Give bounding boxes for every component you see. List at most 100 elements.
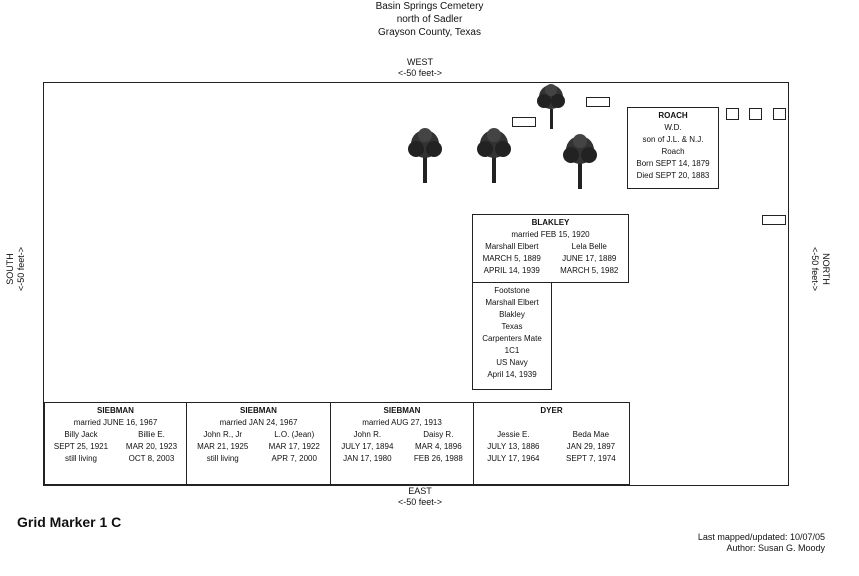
plot-line: Marshall Elbert [485,298,539,307]
person-name: L.O. (Jean) [274,430,315,439]
person-name: Lela Belle [571,242,607,251]
plot-family-name: SIEBMAN [97,406,134,415]
plot-person-left: John R. JULY 17, 1894 JAN 17, 1980 [341,429,393,465]
unmarked-grave [749,108,762,120]
plot-person-right: Lela Belle JUNE 17, 1889 MARCH 5, 1982 [560,241,618,277]
person-name: Daisy R. [423,430,454,439]
grid-marker-label: Grid Marker 1 C [17,514,122,530]
person-death: MARCH 5, 1982 [560,266,619,275]
plot-family-name: ROACH [658,111,688,120]
person-death: JAN 17, 1980 [343,454,392,463]
unmarked-grave [773,108,786,120]
unmarked-grave [762,215,786,225]
siebman-plot-2: SIEBMAN married JAN 24, 1967 John R., Jr… [186,402,331,485]
roach-plot: ROACH W.D. son of J.L. & N.J. Roach Born… [627,107,719,189]
siebman-plot-1: SIEBMAN married JUNE 16, 1967 Billy Jack… [44,402,187,485]
tree-icon [537,84,565,129]
south-label: SOUTH <-50 feet-> [5,239,31,299]
plot-line: April 14, 1939 [487,370,537,379]
cemetery-location: north of Sadler [396,14,463,25]
unmarked-grave [726,108,739,120]
footer-credits: Last mapped/updated: 10/07/05 Author: Su… [640,532,825,554]
plot-family-name: BLAKLEY [531,218,570,227]
plot-person-left: John R., Jr MAR 21, 1925 still living [197,429,248,465]
siebman-plot-3: SIEBMAN married AUG 27, 1913 John R. JUL… [330,402,474,485]
plot-person-left: Jessie E. JULY 13, 1886 JULY 17, 1964 [487,429,539,465]
person-birth: JUNE 17, 1889 [562,254,617,263]
plot-married: married AUG 27, 1913 [362,418,442,427]
plot-line: Texas [501,322,523,331]
person-birth: SEPT 25, 1921 [53,442,109,451]
north-distance: <-50 feet-> [810,246,820,292]
tree-icon [408,128,442,183]
tree-icon [563,134,597,189]
cemetery-county: Grayson County, Texas [377,27,481,38]
plot-married: married FEB 15, 1920 [511,230,590,239]
plot-person-right: Billie E. MAR 20, 1923 OCT 8, 2003 [126,429,177,465]
plot-line: Carpenters Mate [482,334,542,343]
west-direction: WEST [407,57,433,67]
cemetery-name: Basin Springs Cemetery [375,1,484,12]
person-death: OCT 8, 2003 [128,454,175,463]
person-birth: JAN 29, 1897 [566,442,616,451]
dyer-plot: DYER Jessie E. JULY 13, 1886 JULY 17, 19… [473,402,630,485]
person-name: John R., Jr [203,430,243,439]
author: Author: Susan G. Moody [726,543,825,553]
plot-line: Born SEPT 14, 1879 [636,159,710,168]
person-birth: MAR 4, 1896 [414,442,462,451]
person-death: APR 7, 2000 [271,454,317,463]
plot-person-left: Marshall Elbert MARCH 5, 1889 APRIL 14, … [483,241,541,277]
plot-family-name: SIEBMAN [383,406,421,415]
plot-married: married JAN 24, 1967 [219,418,298,427]
plot-line: Blakley [499,310,525,319]
blakley-plot: BLAKLEY married FEB 15, 1920 Marshall El… [472,214,629,283]
plot-family-name: SIEBMAN [240,406,277,415]
north-label: NORTH <-50 feet-> [805,239,831,299]
plot-line: Died SEPT 20, 1883 [636,171,710,180]
plot-person-right: Beda Mae JAN 29, 1897 SEPT 7, 1974 [566,429,616,465]
plot-married: married JUNE 16, 1967 [73,418,158,427]
plot-line: Roach [661,147,685,156]
person-name: Jessie E. [497,430,530,439]
person-name: Beda Mae [572,430,610,439]
person-death: APRIL 14, 1939 [483,266,540,275]
unmarked-grave [512,117,536,127]
person-name: Billie E. [138,430,165,439]
plot-line: W.D. [664,123,682,132]
plot-person-left: Billy Jack SEPT 25, 1921 still living [54,429,108,465]
person-death: FEB 26, 1988 [413,454,463,463]
cemetery-map-boundary [43,82,789,486]
unmarked-grave [586,97,610,107]
east-distance: <-50 feet-> [397,497,443,507]
north-direction: NORTH [821,253,831,285]
person-birth: MAR 20, 1923 [125,442,178,451]
person-birth: MARCH 5, 1889 [482,254,541,263]
plot-family-name: DYER [540,406,563,415]
person-name: Marshall Elbert [485,242,539,251]
plot-line: son of J.L. & N.J. [642,135,704,144]
person-name: Billy Jack [64,430,98,439]
south-distance: <-50 feet-> [16,246,26,292]
person-birth: MAR 21, 1925 [197,442,249,451]
person-death: still living [64,454,97,463]
person-death: still living [206,454,239,463]
person-birth: JULY 13, 1886 [487,442,540,451]
person-birth: MAR 17, 1922 [268,442,320,451]
tree-icon [477,128,511,183]
west-label: WEST <-50 feet-> [380,57,460,79]
person-birth: JULY 17, 1894 [341,442,394,451]
east-direction: EAST [408,486,432,496]
last-updated: Last mapped/updated: 10/07/05 [697,532,825,542]
plot-line: Footstone [494,286,530,295]
plot-line: 1C1 [504,346,520,355]
cemetery-header: Basin Springs Cemetery north of Sadler G… [0,0,859,39]
plot-line: US Navy [496,358,528,367]
person-death: SEPT 7, 1974 [566,454,616,463]
plot-person-right: Daisy R. MAR 4, 1896 FEB 26, 1988 [414,429,463,465]
east-label: EAST <-50 feet-> [380,486,460,508]
plot-person-right: L.O. (Jean) MAR 17, 1922 APR 7, 2000 [269,429,320,465]
south-direction: SOUTH [5,253,15,285]
person-name: John R. [353,430,382,439]
west-distance: <-50 feet-> [397,68,443,78]
person-death: JULY 17, 1964 [487,454,540,463]
